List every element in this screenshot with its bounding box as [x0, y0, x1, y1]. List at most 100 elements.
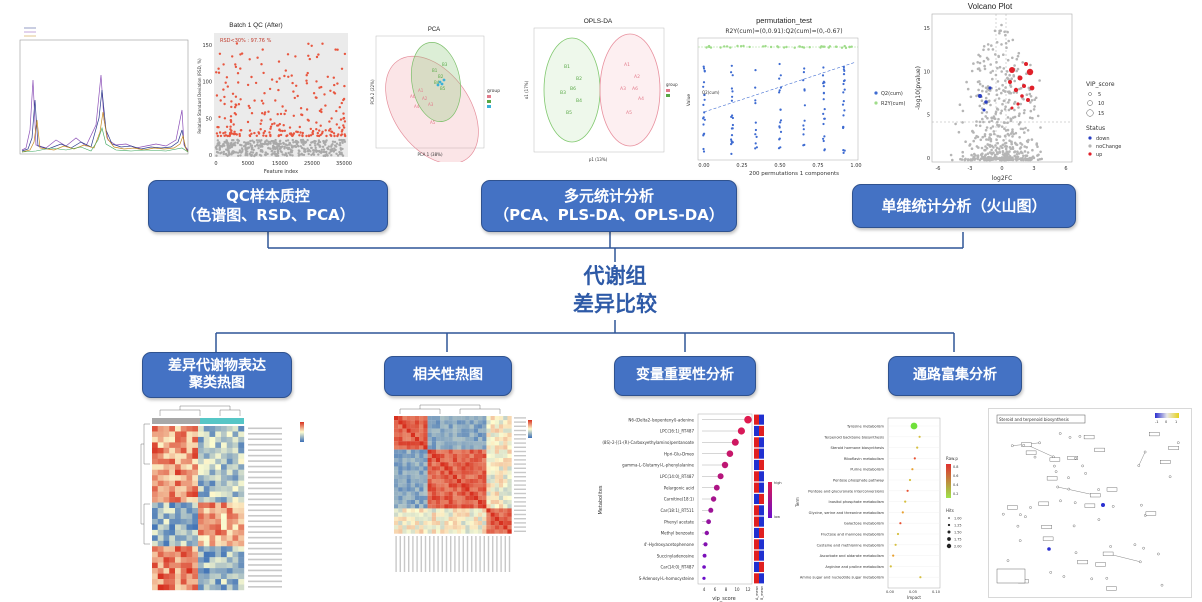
rsd-title: Batch 1 QC (After) [229, 22, 282, 29]
qc-box-line2: （色谱图、RSD、PCA） [181, 206, 355, 224]
svg-text:B5: B5 [440, 86, 446, 91]
vip-level-1: 5 [1098, 92, 1101, 98]
perm-xtick: 0.75 [812, 163, 823, 169]
pca-xlabel: PCA 1 (38%) [417, 152, 442, 157]
rsd-xtick: 25000 [304, 161, 320, 167]
rsd-xtick: 0 [214, 161, 217, 167]
pathway-term-label: Riboflavin metabolism [844, 457, 885, 461]
status-down: down [1096, 136, 1110, 142]
pathway-term-label: Fructose and mannose metabolism [821, 533, 885, 537]
rsd-xtick: 35000 [336, 161, 352, 167]
hits-level: 1.00 [954, 516, 962, 520]
vip-metabolite-label: Succinyladenosine [657, 553, 695, 558]
cluster-heatmap-box: 差异代谢物表达 聚类热图 [142, 352, 292, 398]
svg-text:B1: B1 [432, 68, 438, 73]
rsd-xlabel: Feature index [264, 169, 298, 175]
vip-metabolite-label: N6-(Delta2-Isopentenyl)-adenine [628, 417, 694, 422]
svg-text:A1: A1 [418, 88, 424, 93]
volcano-ytick: 10 [924, 69, 930, 75]
path-xlabel: Impact [907, 595, 921, 600]
raw-level: 0.6 [953, 474, 958, 478]
perm-xlabel: 200 permutations 1 components [749, 171, 839, 177]
volcano-xtick: -3 [968, 166, 973, 172]
pathway-enrichment-box: 通路富集分析 [888, 356, 1022, 396]
vip-xlabel: vip_score [712, 596, 735, 602]
vip-ylabel: Metabolites [598, 485, 604, 514]
svg-text:A6: A6 [632, 86, 638, 92]
chromatogram-thumb [6, 20, 192, 165]
hits-level: 1.50 [954, 530, 962, 534]
pathway-term-label: Glycine, serine and threonine metabolism [809, 511, 885, 515]
vip-legend-high: high [774, 481, 782, 485]
oplsda-legend-title: group [666, 82, 678, 87]
vip-metabolite-label: Pelargonic acid [664, 485, 695, 490]
oplsda-title: OPLS-DA [584, 18, 613, 25]
pathway-term-label: Tyrosine metabolism [846, 425, 885, 429]
volcano-xtick: -6 [936, 166, 941, 172]
raw-level: 0.2 [953, 492, 958, 496]
volcano-xtick: 6 [1064, 166, 1067, 172]
raw-level: 0.8 [953, 465, 958, 469]
vip-col-a: A_mean [755, 586, 759, 600]
vip-metabolite-label: LPC(14:0)_RT487 [660, 474, 695, 479]
svg-text:B6: B6 [570, 86, 576, 92]
oplsda-ylabel: o1 (17%) [524, 80, 529, 99]
path-ylabel: Term [795, 497, 800, 508]
svg-text:A4: A4 [414, 104, 420, 109]
volcano-ytick: 15 [924, 26, 930, 32]
volcano-xtick: 3 [1032, 166, 1035, 172]
hits-level: 1.75 [954, 537, 962, 541]
rsd-ytick: 0 [209, 153, 212, 159]
svg-text:A5: A5 [430, 120, 436, 125]
kegg-header: Steroid and terpenoid biosynthesis [999, 417, 1069, 422]
univariate-box-line1: 单维统计分析（火山图） [881, 196, 1047, 215]
pca-legend-title: group [487, 88, 500, 94]
perm-subtitle: R2Y(cum)=(0,0.91):Q2(cum)=(0,-0.67) [725, 28, 842, 35]
svg-text:B1: B1 [564, 64, 570, 70]
vip-metabolite-label: Car(14:0)_RT487 [660, 565, 694, 570]
volcano-ytick: 5 [927, 113, 930, 119]
svg-text:B4: B4 [576, 98, 582, 104]
vip-metabolite-label: 4'-Hydroxyacetophenone [644, 542, 695, 547]
volcano-title: Volcano Plot [968, 2, 1013, 11]
vip-xtick: 6 [714, 587, 717, 592]
qc-box-line1: QC样本质控 [226, 187, 310, 206]
perm-xtick: 0.25 [736, 163, 747, 169]
vip-xtick: 12 [745, 587, 751, 592]
correlation-heatmap-box: 相关性热图 [384, 356, 512, 396]
volcano-legend: VIP_score 5 10 15 Status down noChange u… [1084, 78, 1144, 164]
hits-level: 1.25 [954, 523, 962, 527]
correlation-heatmap-box-line1: 相关性热图 [413, 367, 483, 384]
perm-legend-q2-label: Q2(cum) [881, 91, 903, 97]
status-nochange: noChange [1096, 144, 1121, 150]
svg-text:B4: B4 [434, 80, 440, 85]
svg-text:A3: A3 [620, 86, 626, 92]
vip-xtick: 4 [703, 587, 706, 592]
kegg-scale-mid: 0 [1165, 420, 1167, 424]
correlation-heatmap-thumb [380, 404, 542, 600]
pathway-enrichment-box-line1: 通路富集分析 [913, 367, 997, 384]
pathway-term-label: Purine metabolism [850, 468, 884, 472]
vip-level-3: 15 [1098, 111, 1104, 117]
vip-metabolite-label: gamma-L-Glutamyl-L-phenylalanine [622, 463, 694, 468]
vip-metabolite-label: Car(18:1)_RT511 [660, 508, 694, 513]
volcano-xlabel: log2FC [992, 175, 1013, 182]
cluster-heatmap-box-line2: 聚类热图 [189, 375, 245, 391]
cluster-heatmap-thumb [140, 404, 330, 596]
oplsda-xlabel: p1 (13%) [589, 157, 608, 162]
pathway-term-label: Pentose phosphate pathway [833, 479, 885, 483]
svg-text:B2: B2 [576, 76, 582, 82]
perm-xtick: 1.00 [850, 163, 861, 169]
vip-metabolite-label: Phenyl acetate [664, 519, 694, 524]
multivariate-box: 多元统计分析 （PCA、PLS-DA、OPLS-DA） [481, 180, 737, 232]
raw-legend-title: Raw.p [946, 456, 958, 461]
permutation-thumb: permutation_test R2Y(cum)=(0,0.91):Q2(cu… [684, 14, 870, 180]
multivariate-box-line1: 多元统计分析 [563, 187, 654, 206]
pathway-term-label: Steroid hormone biosynthesis [830, 446, 884, 450]
svg-text:A2: A2 [422, 96, 428, 101]
svg-text:B3: B3 [442, 62, 448, 67]
